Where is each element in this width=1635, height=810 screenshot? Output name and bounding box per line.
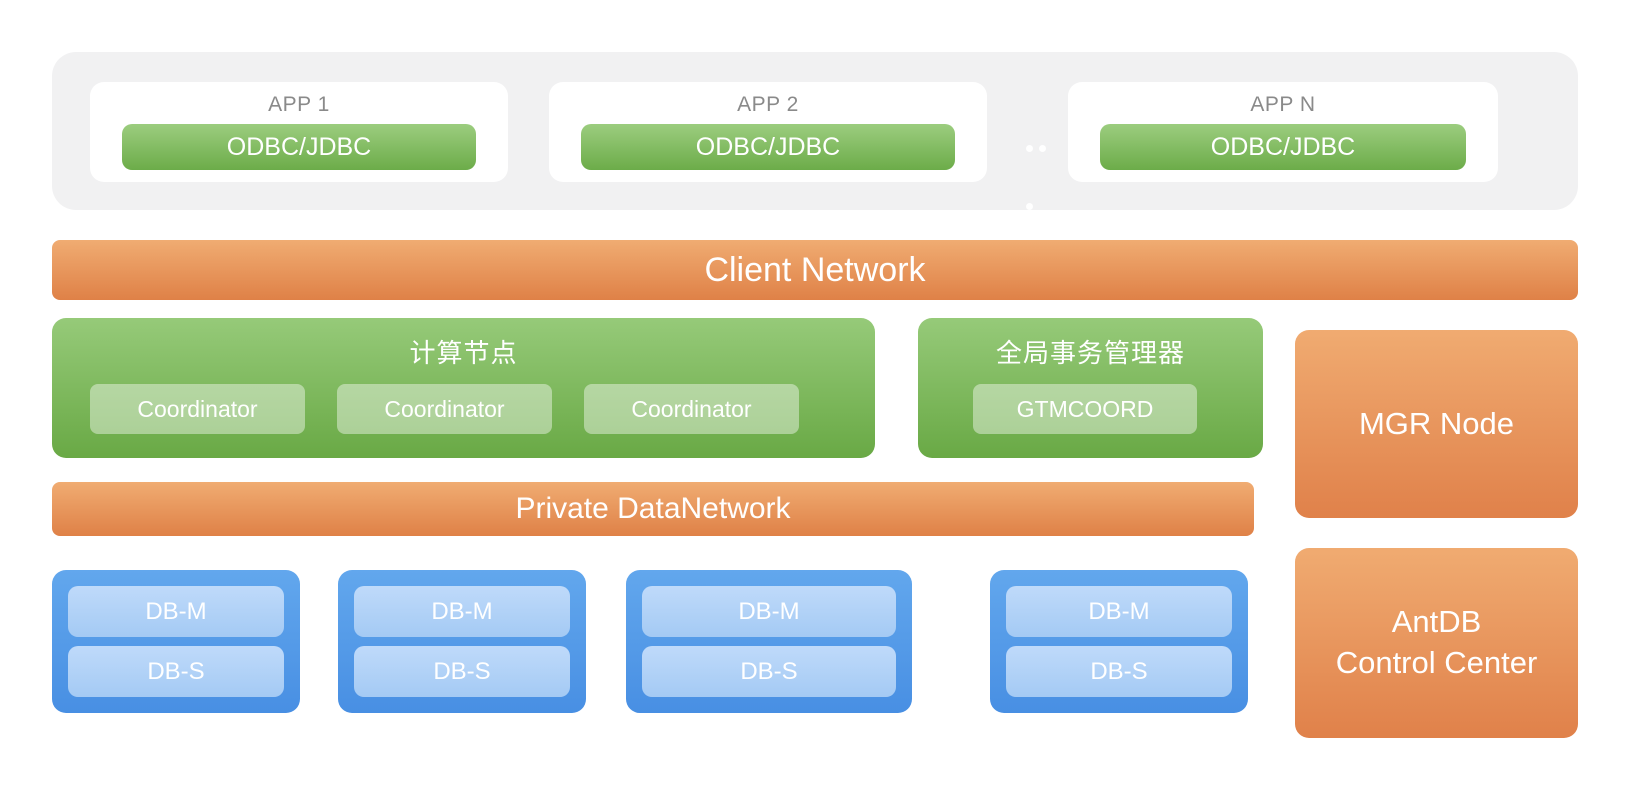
mgr-node-box: MGR Node [1295, 330, 1578, 518]
db-master-node: DB-M [642, 586, 896, 637]
app-card-1: APP 1 ODBC/JDBC [90, 82, 508, 182]
db-standby-node: DB-S [354, 646, 570, 697]
control-center-label-line1: AntDB [1391, 604, 1482, 640]
odbc-jdbc-badge: ODBC/JDBC [581, 124, 955, 170]
gtm-box: 全局事务管理器 GTMCOORD [918, 318, 1263, 458]
app-card-n: APP N ODBC/JDBC [1068, 82, 1498, 182]
ellipsis-dot-icon [1026, 203, 1033, 210]
compute-node-box: 计算节点 Coordinator Coordinator Coordinator [52, 318, 875, 458]
db-master-node: DB-M [68, 586, 284, 637]
db-group-1: DB-M DB-S [52, 570, 300, 713]
ellipsis-dot-icon [1039, 145, 1046, 152]
db-standby-node: DB-S [68, 646, 284, 697]
ellipsis-dot-icon [1026, 145, 1033, 152]
app-title: APP N [1250, 93, 1316, 116]
app-layer-panel: APP 1 ODBC/JDBC APP 2 ODBC/JDBC APP N OD… [52, 52, 1578, 210]
control-center-label-line2: Control Center [1335, 645, 1538, 680]
db-master-node: DB-M [1006, 586, 1232, 637]
db-group-4: DB-M DB-S [990, 570, 1248, 713]
odbc-jdbc-badge: ODBC/JDBC [1100, 124, 1466, 170]
coordinator-node: Coordinator [584, 384, 799, 434]
private-datanetwork-bar: Private DataNetwork [52, 482, 1254, 536]
db-standby-node: DB-S [642, 646, 896, 697]
odbc-jdbc-badge: ODBC/JDBC [122, 124, 476, 170]
app-title: APP 1 [268, 93, 330, 116]
gtmcoord-node: GTMCOORD [973, 384, 1197, 434]
client-network-bar: Client Network [52, 240, 1578, 300]
db-group-3: DB-M DB-S [626, 570, 912, 713]
db-standby-node: DB-S [1006, 646, 1232, 697]
coordinator-node: Coordinator [90, 384, 305, 434]
coordinator-node: Coordinator [337, 384, 552, 434]
client-network-label: Client Network [704, 250, 926, 289]
db-master-node: DB-M [354, 586, 570, 637]
coordinator-row: Coordinator Coordinator Coordinator [90, 384, 799, 434]
private-datanetwork-label: Private DataNetwork [515, 492, 791, 525]
gtm-title: 全局事务管理器 [995, 338, 1185, 368]
db-group-2: DB-M DB-S [338, 570, 586, 713]
mgr-node-label: MGR Node [1358, 405, 1515, 441]
app-title: APP 2 [737, 93, 799, 116]
compute-node-title: 计算节点 [409, 338, 518, 368]
app-card-2: APP 2 ODBC/JDBC [549, 82, 987, 182]
antdb-control-center-box: AntDB Control Center [1295, 548, 1578, 738]
